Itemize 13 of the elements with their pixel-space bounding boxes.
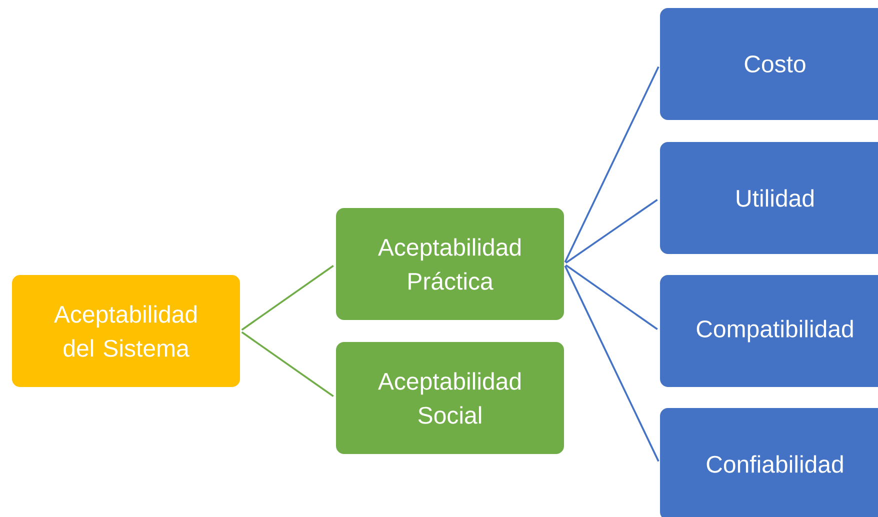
connector-line [565,264,658,330]
category-box: Aceptabilidad Social [336,342,564,454]
attribute-box: Costo [660,8,878,120]
connector-line [565,198,658,264]
connector-line [241,264,334,331]
connector-line [564,265,660,462]
connector-line [564,66,660,263]
category-box: Aceptabilidad Práctica [336,208,564,320]
root-box: Aceptabilidad del Sistema [12,275,240,387]
attribute-box: Confiabilidad [660,408,878,517]
attribute-box: Compatibilidad [660,275,878,387]
connector-line [241,331,334,398]
attribute-box: Utilidad [660,142,878,254]
